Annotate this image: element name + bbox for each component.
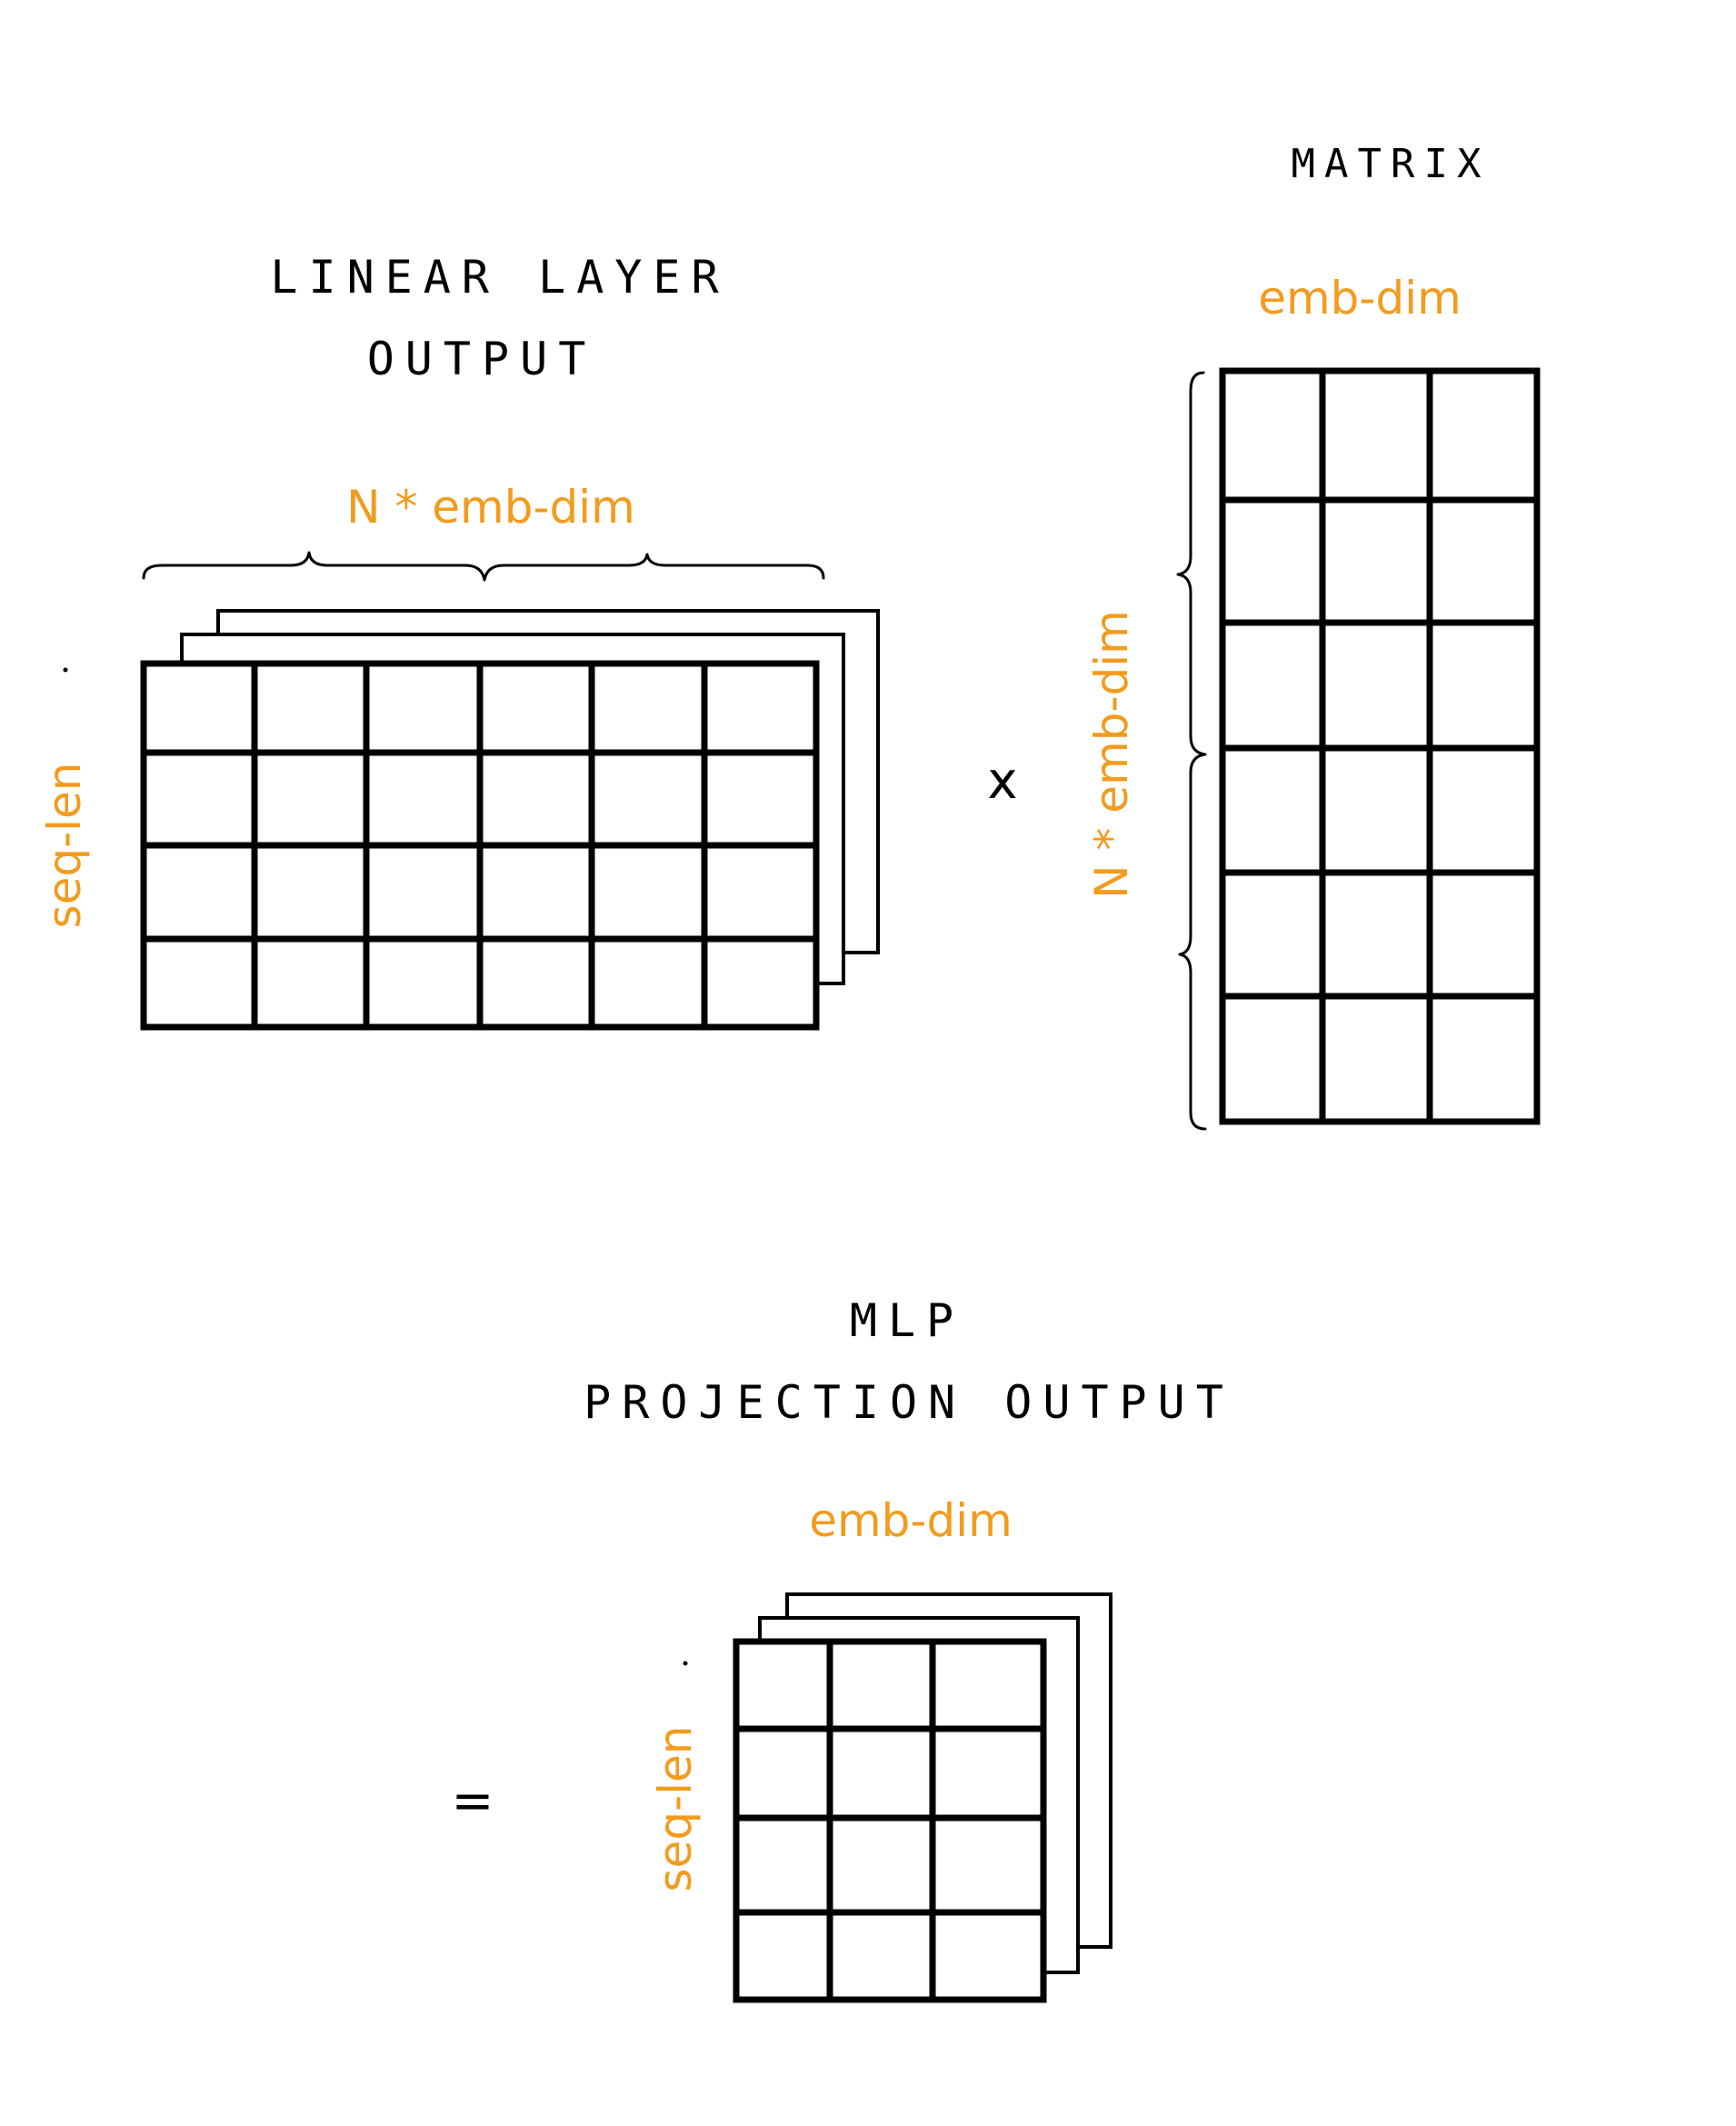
linear-dot-mark [63,667,68,673]
matrix-height-label: N * emb-dim [1085,610,1138,899]
linear-width-label: N * emb-dim [346,481,635,534]
mlp-title-line2: PROJECTION OUTPUT [584,1376,1234,1429]
linear-width-brace [142,551,825,582]
multiply-operator: x [987,752,1017,811]
output-dot-mark [683,1661,688,1666]
linear-height-label: seq-len [38,763,91,929]
linear-output-grid [140,660,820,1031]
equals-operator: = [452,1772,494,1831]
matrix-height-brace [1176,371,1207,1131]
matrix-title: MATRIX [1292,141,1491,187]
matrix-grid [1219,367,1541,1125]
output-height-label: seq-len [649,1726,702,1892]
output-width-label: emb-dim [809,1494,1013,1547]
linear-layer-title-line2: OUTPUT [367,333,597,385]
mlp-title-line1: MLP [850,1294,964,1347]
output-grid [733,1638,1047,2003]
linear-layer-title-line1: LINEAR LAYER [270,251,729,304]
matrix-width-label: emb-dim [1258,272,1462,324]
